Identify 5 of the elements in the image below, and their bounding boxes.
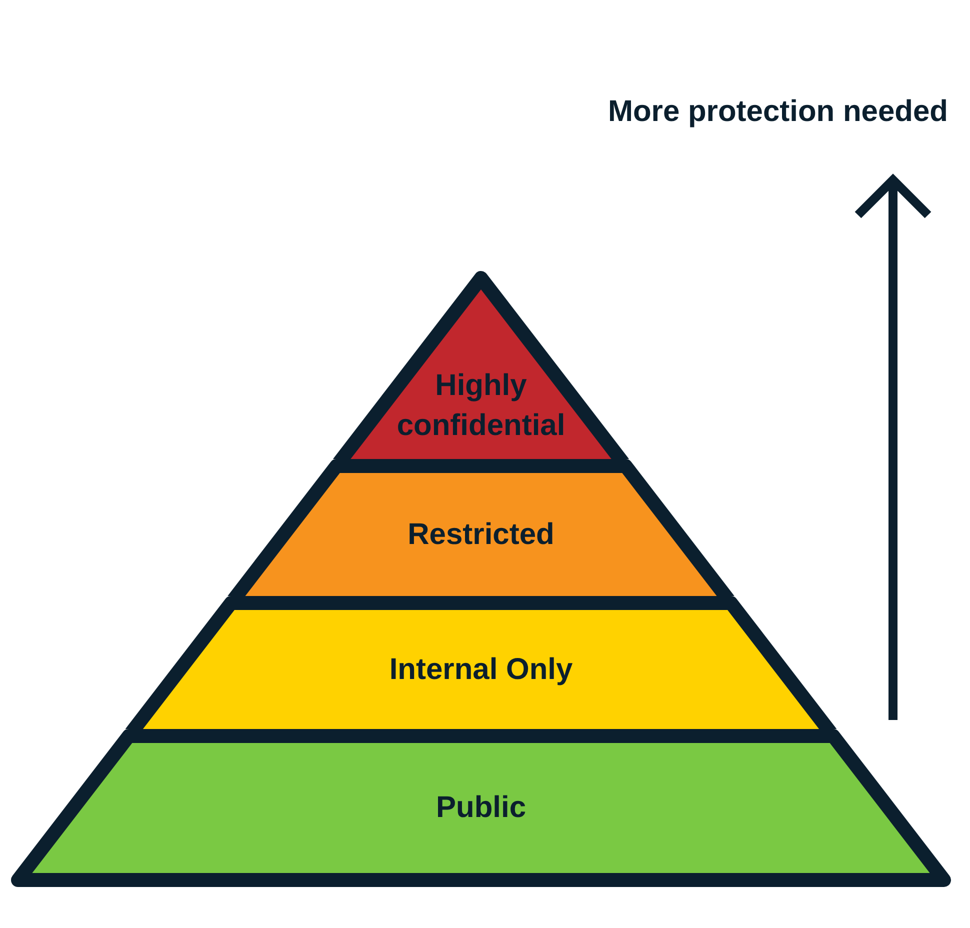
axis-caption: More protection needed: [608, 94, 948, 130]
tier-label: Restricted: [408, 516, 554, 552]
tier-label: Public: [436, 790, 526, 826]
tier-label: Highly confidential: [396, 368, 566, 444]
tier-label: Internal Only: [389, 652, 573, 688]
